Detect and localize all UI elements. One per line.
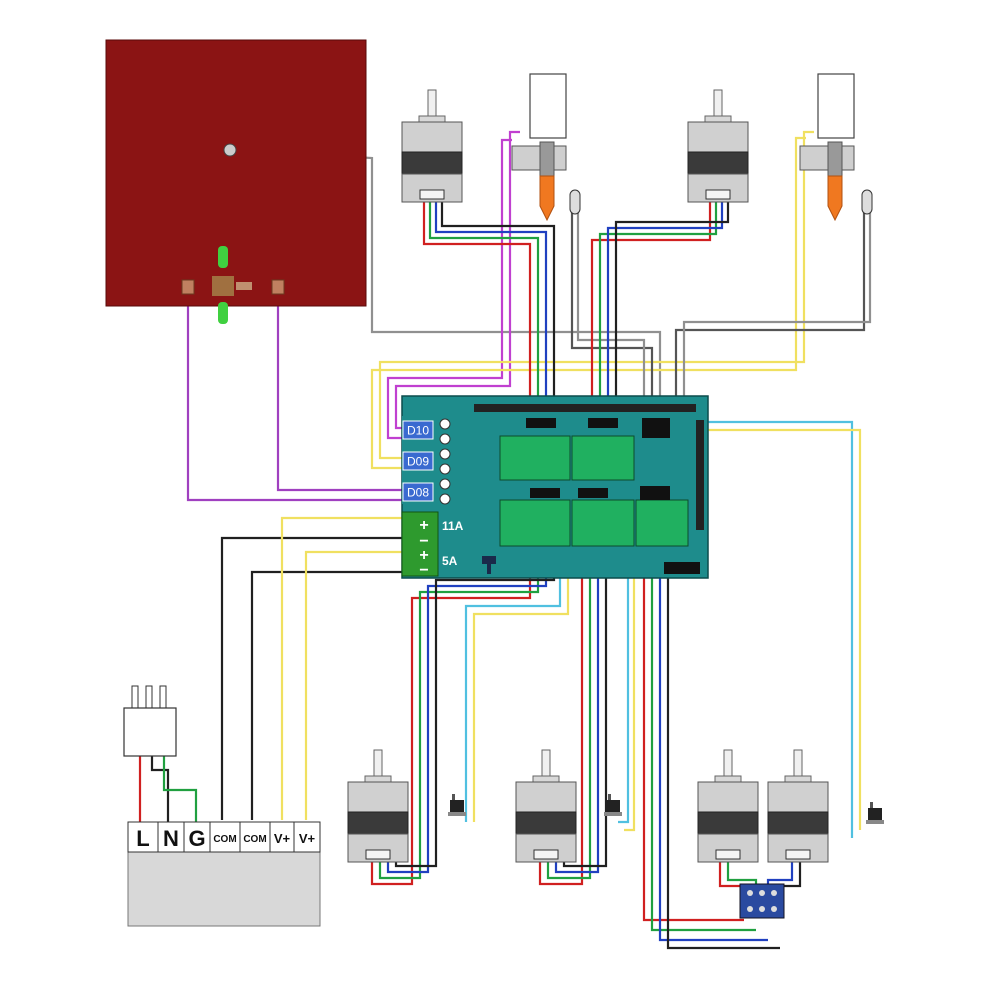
power-supply: L N G COM COM V+ V+: [127, 821, 321, 927]
wire-y-stepper-blue: [554, 492, 600, 874]
wire-endstop-z-b: [640, 428, 862, 830]
output-d09-label: D09: [407, 455, 429, 469]
wire-thermistor1: [570, 210, 654, 418]
wire-ac-g: [162, 755, 198, 822]
hotend-2: [799, 73, 855, 222]
wire-psu-v2: [304, 550, 402, 820]
wire-ac-n: [150, 755, 170, 822]
bed-led: [212, 246, 234, 324]
wire-hotend1-heater-b: [394, 130, 520, 430]
wire-psu-com1: [220, 536, 402, 820]
wire-bed-power-b: [276, 290, 402, 492]
wire-z2-to-splitter: [766, 858, 794, 886]
wire-e2-stepper-black: [614, 198, 730, 418]
wire-e1-stepper-blue: [434, 198, 548, 418]
wire-z-red: [642, 492, 744, 922]
power-rating-5a: 5A: [442, 554, 458, 568]
bed-terminal-left: [181, 279, 195, 295]
driver-socket-2: [571, 435, 635, 481]
thermistor-probe-1: [569, 189, 581, 215]
endstop-z: [866, 802, 884, 824]
wire-e2-stepper-red: [590, 198, 712, 418]
output-d10-label: D10: [407, 424, 429, 438]
bed-terminal-right: [271, 279, 285, 295]
wire-z-green: [650, 492, 756, 932]
polarity-plus-2: +: [419, 547, 428, 564]
polarity-minus-2: −: [419, 562, 428, 579]
wire-z2-to-splitter-k: [780, 858, 802, 888]
power-terminal-block: [401, 511, 439, 577]
wire-e1-stepper-green: [428, 198, 540, 418]
psu-terminal-n: N: [163, 826, 179, 851]
wire-e1-stepper-red: [422, 198, 532, 418]
thermistor-probe-2: [861, 189, 873, 215]
psu-terminal-strip: L N G COM COM V+ V+: [127, 821, 321, 853]
stepper-motor-z2: [767, 749, 829, 863]
endstop-x: [448, 794, 466, 816]
psu-terminal-v-plus-2: V+: [299, 831, 316, 846]
wire-y-stepper-green: [546, 492, 592, 880]
stepper-motor-e1: [401, 89, 463, 203]
board-jumper: [482, 556, 496, 564]
wire-e2-stepper-green: [598, 198, 718, 418]
polarity-minus-1: −: [419, 533, 428, 550]
wire-psu-com2: [250, 570, 402, 820]
output-d08-label: D08: [407, 486, 429, 500]
wire-hotend2-heater-a: [370, 136, 806, 470]
bed-thermistor: [223, 143, 237, 157]
driver-socket-3: [499, 499, 571, 547]
bed-resistor: [236, 282, 252, 290]
z-motor-splitter: [739, 883, 785, 919]
wire-z1-to-splitter-g: [726, 858, 758, 886]
psu-terminal-com-1: COM: [213, 834, 236, 845]
ac-plug: [123, 685, 177, 757]
wire-z-black: [666, 492, 780, 950]
hotend-1: [511, 73, 567, 222]
wire-y-stepper-red: [538, 492, 584, 886]
driver-socket-4: [571, 499, 635, 547]
output-labels: D10 D09 D08: [402, 420, 434, 502]
wire-bed-power-a: [186, 290, 402, 502]
driver-socket-1: [499, 435, 571, 481]
stepper-motor-y: [515, 749, 577, 863]
wire-z1-to-splitter: [718, 858, 744, 888]
wire-hotend1-heater-a: [386, 138, 512, 440]
wire-e2-stepper-blue: [606, 198, 724, 418]
psu-terminal-l: L: [136, 826, 149, 851]
polarity-plus-1: +: [419, 517, 428, 534]
wire-e1-stepper-black: [440, 198, 556, 418]
wire-thermistor2b: [682, 210, 872, 418]
controller-board: D10 D09 D08 + − + − 11A 5A: [401, 395, 709, 579]
stepper-motor-z1: [697, 749, 759, 863]
stepper-motor-e2: [687, 89, 749, 203]
heatbed: [105, 39, 367, 324]
psu-terminal-v-plus-1: V+: [274, 831, 291, 846]
power-rating-11a: 11A: [442, 519, 464, 533]
wire-thermistor2: [674, 210, 866, 418]
psu-terminal-com-2: COM: [243, 834, 266, 845]
wire-psu-v1: [280, 516, 402, 820]
psu-terminal-g: G: [188, 826, 205, 851]
stepper-motor-x: [347, 749, 409, 863]
wire-endstop-z: [640, 420, 854, 838]
driver-socket-5: [635, 499, 689, 547]
output-terminals: [439, 418, 451, 505]
wire-z-blue: [658, 492, 768, 942]
wire-thermistor1b: [576, 210, 646, 418]
